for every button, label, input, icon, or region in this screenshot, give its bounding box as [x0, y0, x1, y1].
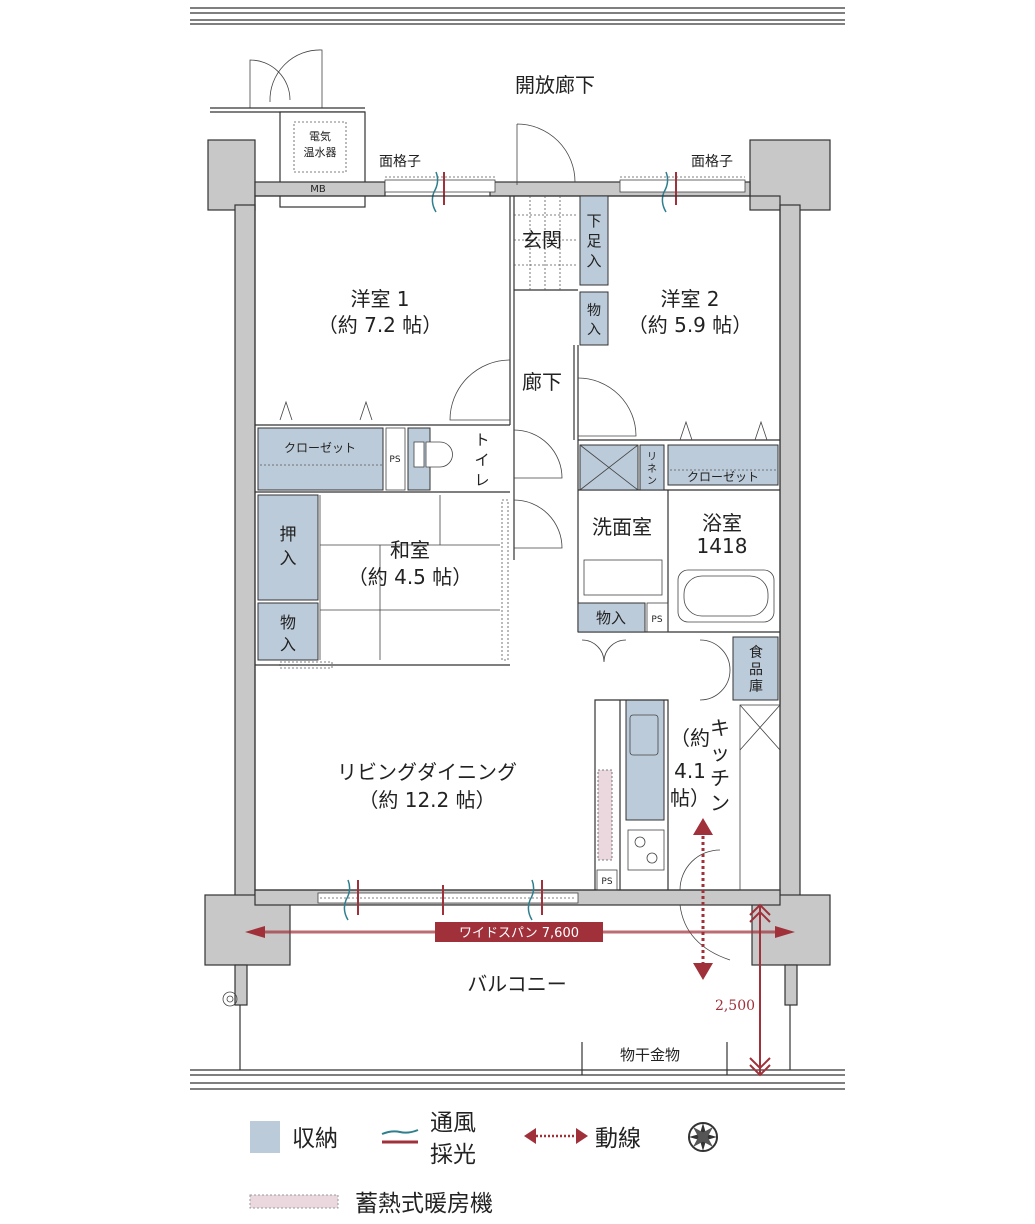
- kitchen-label: ン: [710, 791, 730, 815]
- oshiire-label: 入: [280, 549, 297, 569]
- kitchen-label: ッ: [710, 741, 730, 765]
- ps2-label: PS: [651, 615, 662, 625]
- kitchen-counter: [594, 699, 781, 891]
- closet2-label: クローゼット: [687, 470, 759, 484]
- western1-name: 洋室 1: [350, 287, 409, 311]
- storage-label: 物: [587, 303, 601, 319]
- legend-ventilation: 通風: [430, 1110, 476, 1136]
- western2-size: （約 5.9 帖）: [628, 313, 753, 337]
- ps3-label: PS: [601, 877, 612, 887]
- japanese-size: （約 4.5 帖）: [348, 565, 473, 589]
- water-heater-label: 温水器: [304, 146, 337, 159]
- heater-swatch: [249, 1194, 339, 1209]
- ps1-label: PS: [389, 455, 400, 465]
- pantry-label: 食: [749, 644, 763, 661]
- bath-name: 浴室: [702, 511, 742, 535]
- tatami-lines: [279, 495, 509, 669]
- kitchen-label: チ: [710, 766, 730, 790]
- legend-storage: 収納: [292, 1126, 338, 1152]
- wide-span-arrow: [245, 922, 795, 942]
- legend-heater: 蓄熱式暖房機: [355, 1191, 493, 1217]
- wide-span-label: ワイドスパン 7,600: [459, 926, 579, 941]
- drying-label: 物干金物: [620, 1046, 680, 1064]
- balcony-label: バルコニー: [467, 972, 567, 996]
- western1-size: （約 7.2 帖）: [318, 313, 443, 337]
- storage-j-label: 入: [280, 635, 296, 654]
- shoe-storage-label: 足: [586, 232, 601, 250]
- shoe-storage-label: 下: [586, 212, 601, 230]
- mb-doors: [210, 49, 365, 113]
- oshiire-label: 押: [280, 525, 297, 545]
- kitchen-size: 4.1: [674, 759, 706, 783]
- lattice-left-label: 面格子: [379, 154, 421, 170]
- legend-lighting: 採光: [430, 1142, 476, 1168]
- bathtub-icon: [677, 569, 775, 623]
- depth-label: 2,500: [715, 998, 755, 1014]
- toilet-label: ト: [474, 431, 489, 449]
- legend-flow: 動線: [595, 1126, 641, 1152]
- legend: [249, 1121, 718, 1209]
- kitchen-label: キ: [710, 716, 730, 740]
- lattice-right-label: 面格子: [691, 154, 733, 170]
- linen-label: ン: [647, 476, 657, 487]
- japanese-name: 和室: [390, 538, 430, 562]
- toilet-label: イ: [474, 451, 489, 469]
- storage-w-label: 物入: [596, 609, 626, 627]
- entrance-tiles: [514, 196, 578, 290]
- corridor-label: 開放廊下: [515, 73, 595, 97]
- western2-name: 洋室 2: [660, 287, 719, 311]
- ventilation-icon: [381, 1129, 419, 1135]
- kitchen-size: （約: [670, 726, 710, 750]
- hallway-label: 廊下: [522, 370, 562, 394]
- washroom-label: 洗面室: [592, 515, 652, 539]
- pantry-label: 品: [749, 662, 763, 678]
- living-size: （約 12.2 帖）: [358, 788, 495, 812]
- top-windows: [384, 171, 746, 213]
- pantry-label: 庫: [749, 678, 763, 695]
- linen-label: リ: [647, 452, 657, 463]
- living-name: リビングダイニング: [337, 760, 517, 784]
- compass-icon: [688, 1122, 718, 1152]
- linen-label: ネ: [647, 463, 657, 475]
- kitchen-size: 帖）: [670, 786, 710, 810]
- closet1-label: クローゼット: [284, 441, 356, 455]
- storage-j-label: 物: [280, 613, 296, 632]
- bath-size: 1418: [697, 534, 748, 558]
- mb-label: MB: [310, 184, 326, 195]
- toilet-label: レ: [474, 471, 489, 489]
- water-heater-label: 電気: [309, 129, 331, 143]
- corridor-rail: [190, 7, 845, 25]
- toilet-icon: [413, 441, 453, 468]
- interior-walls: [254, 123, 781, 891]
- entrance-label: 玄関: [522, 228, 562, 252]
- storage-swatch: [250, 1121, 280, 1153]
- sink-icon: [629, 714, 659, 756]
- bottom-windows: [317, 849, 731, 961]
- flow-arrow: [693, 818, 713, 980]
- shoe-storage-label: 入: [586, 252, 601, 270]
- balcony: [190, 903, 845, 1090]
- storage-label: 入: [587, 322, 601, 338]
